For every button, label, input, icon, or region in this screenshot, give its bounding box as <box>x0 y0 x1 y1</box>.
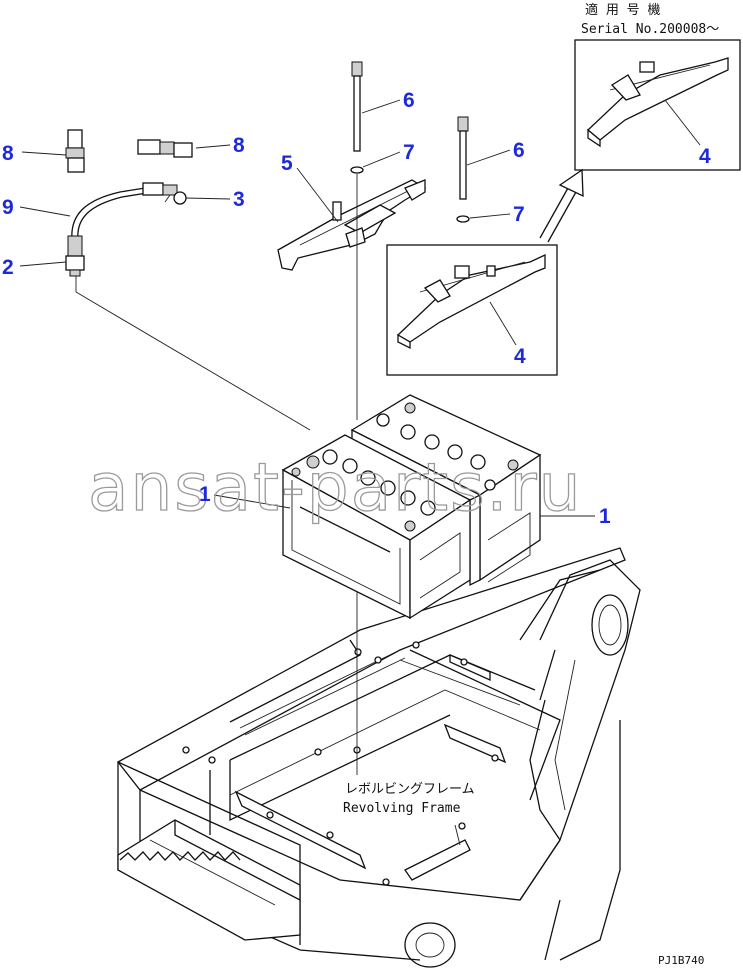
frame-label-en: Revolving Frame <box>343 801 461 816</box>
callout-7-left: 7 <box>403 141 415 164</box>
battery-front <box>281 434 472 620</box>
callout-8-right: 8 <box>233 134 245 157</box>
serial-number: Serial No.200008～ <box>581 22 719 37</box>
callout-1-left: 1 <box>199 483 211 506</box>
serial-heading: 適 用 号 機 <box>585 2 660 18</box>
callout-5: 5 <box>281 152 293 175</box>
frame-label-jp: レボルビングフレーム <box>345 782 475 797</box>
callout-7-right: 7 <box>513 203 525 226</box>
watermark-text: ansat-parts.ru <box>88 449 582 526</box>
callout-1-right: 1 <box>599 505 611 528</box>
inset-arrow <box>539 168 584 243</box>
leader-lines <box>19 99 701 775</box>
battery-bracket <box>277 179 427 271</box>
connector-8-right <box>137 139 193 158</box>
battery-cable <box>65 182 187 277</box>
inset-bracket-lower <box>386 244 558 376</box>
connector-8-left <box>65 129 85 173</box>
revolving-frame <box>117 547 641 968</box>
bolt-right <box>456 116 470 223</box>
callout-2: 2 <box>2 256 14 279</box>
bolt-left <box>350 61 364 174</box>
callout-6-left: 6 <box>403 89 415 112</box>
callout-4-serial: 4 <box>699 145 711 168</box>
callout-3: 3 <box>233 188 245 211</box>
callout-4-lower: 4 <box>514 345 526 368</box>
inset-bracket-serial <box>574 39 741 171</box>
drawing-code: PJ1B740 <box>658 954 704 967</box>
callout-6-right: 6 <box>513 139 525 162</box>
callout-8-left: 8 <box>2 142 14 165</box>
callout-9: 9 <box>2 196 14 219</box>
